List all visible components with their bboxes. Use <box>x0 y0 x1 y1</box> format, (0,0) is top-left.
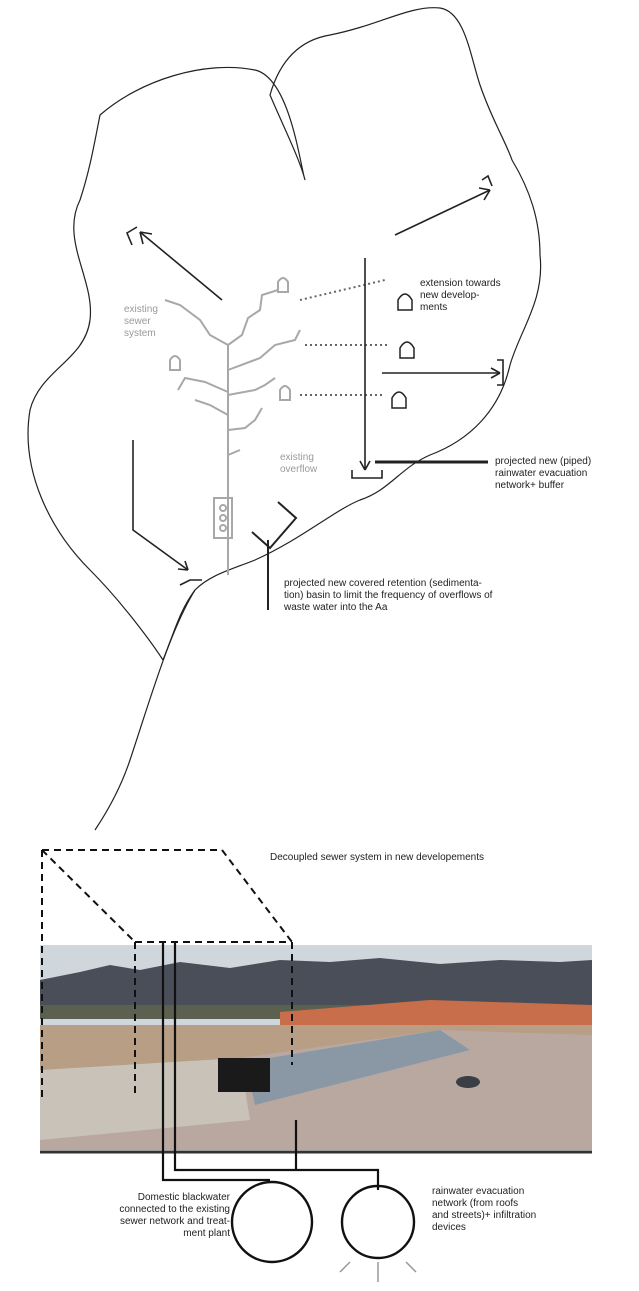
flow-arrows <box>125 174 504 586</box>
label-existing-sewer-system: existing sewer system <box>124 304 158 339</box>
pipe-connections <box>161 942 380 1190</box>
river-outlet-line <box>94 589 196 831</box>
extension-lines <box>299 279 390 396</box>
label-extension-new-developments: extension towards new develop- ments <box>420 278 501 313</box>
new-development-house-icons <box>391 293 415 409</box>
label-existing-overflow: existing overflow <box>280 452 318 475</box>
rainwater-tank <box>340 1184 416 1260</box>
retention-basin-marker <box>251 501 298 550</box>
blackwater-tank <box>230 1180 314 1264</box>
existing-sewer-network <box>164 277 301 575</box>
label-retention-basin: projected new covered retention (sedimen… <box>284 578 493 613</box>
decoupled-system-box <box>41 849 293 1100</box>
label-rainwater-evacuation: rainwater evacuation network (from roofs… <box>432 1186 537 1233</box>
label-rainwater-network: projected new (piped) rainwater evacuati… <box>495 456 592 491</box>
construction-photo <box>40 945 592 1154</box>
label-domestic-blackwater: Domestic blackwater connected to the exi… <box>119 1192 230 1239</box>
infiltration-lines <box>339 1261 417 1282</box>
lower-section-title: Decoupled sewer system in new developeme… <box>270 852 484 863</box>
catchment-outline <box>27 7 542 662</box>
